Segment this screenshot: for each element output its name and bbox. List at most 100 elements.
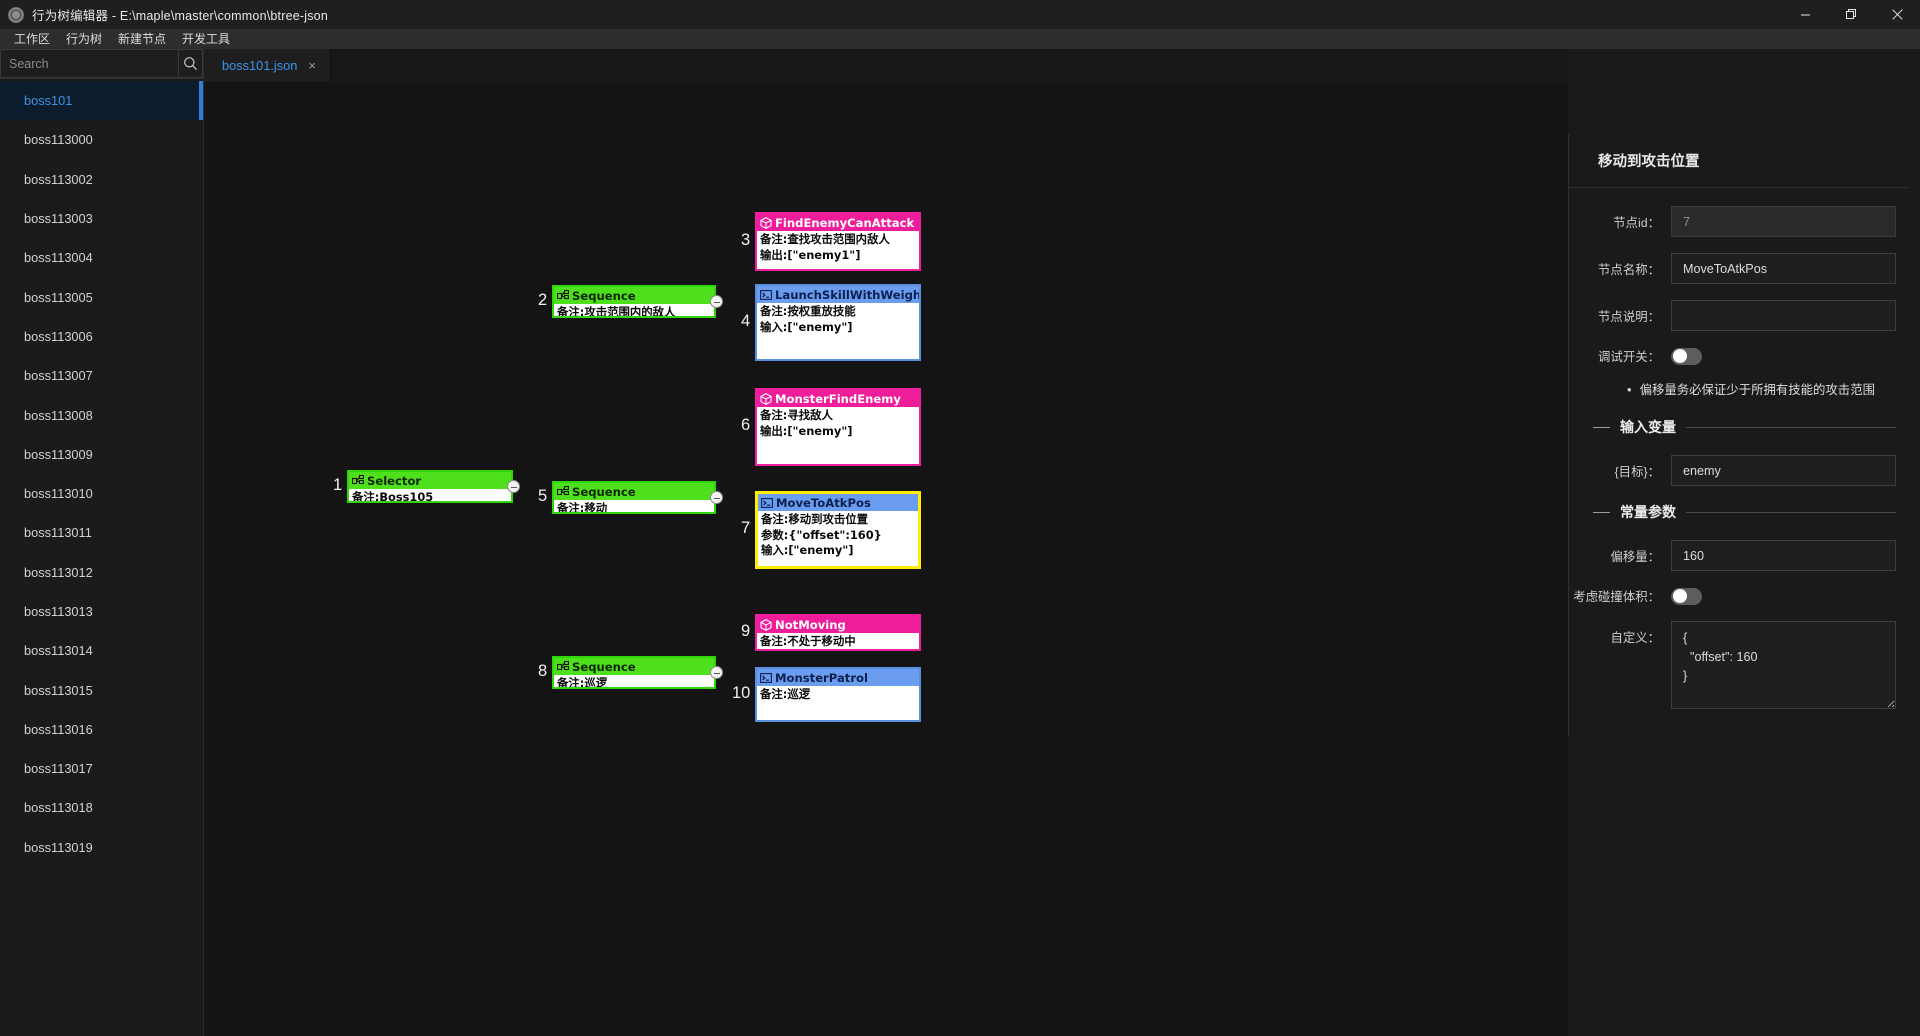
sidebar-item-boss113008[interactable]: boss113008 xyxy=(0,395,203,434)
sidebar-item-boss113013[interactable]: boss113013 xyxy=(0,592,203,631)
minimize-icon[interactable] xyxy=(1782,0,1828,29)
sidebar-item-boss101[interactable]: boss101 xyxy=(0,81,203,121)
bt-node-line: 输出:["enemy1"] xyxy=(760,247,861,262)
bt-node-line: 备注:不处于移动中 xyxy=(760,634,856,648)
sidebar-item-boss113007[interactable]: boss113007 xyxy=(0,356,203,395)
property-panel-body: 节点id： 节点名称： 节点说明： 调试开关： • 偏移量务必保证少于所拥有技能… xyxy=(1569,188,1908,737)
section-input-title: 输入变量 xyxy=(1620,419,1676,435)
bt-node-title: Selector xyxy=(367,473,422,488)
sidebar-item-boss113006[interactable]: boss113006 xyxy=(0,317,203,356)
bt-node-monsterpatrol[interactable]: MonsterPatrol 备注:巡逻 xyxy=(755,667,921,722)
bt-node-line: 备注:巡逻 xyxy=(557,676,608,689)
sidebar-item-boss113016[interactable]: boss113016 xyxy=(0,710,203,749)
debug-switch-label: 调试开关： xyxy=(1598,350,1660,364)
bt-node-header: LaunchSkillWithWeight xyxy=(757,286,919,303)
condition-cube-icon xyxy=(760,392,772,405)
field-collision: 考虑碰撞体积： xyxy=(1569,587,1896,605)
node-desc-field[interactable] xyxy=(1671,300,1896,331)
sidebar-item-boss113019[interactable]: boss113019 xyxy=(0,828,203,867)
search-input[interactable] xyxy=(0,49,178,78)
collapse-dash-icon[interactable] xyxy=(1593,511,1610,513)
sidebar-item-boss113018[interactable]: boss113018 xyxy=(0,788,203,827)
sidebar-item-boss113015[interactable]: boss113015 xyxy=(0,670,203,709)
node-id-field[interactable] xyxy=(1671,206,1896,237)
menu-item-behaviour-tree[interactable]: 行为树 xyxy=(66,32,103,46)
sidebar-item-boss113000[interactable]: boss113000 xyxy=(0,120,203,159)
maximize-icon[interactable] xyxy=(1828,0,1874,29)
bt-node-header: Sequence xyxy=(554,287,714,304)
bt-node-body: 备注:移动 xyxy=(554,500,714,512)
bt-node-line: 备注:Boss105 xyxy=(352,490,434,503)
offset-field[interactable] xyxy=(1671,540,1896,571)
custom-json-field[interactable]: { "offset": 160 } xyxy=(1671,621,1896,709)
tab-boss101-json[interactable]: boss101.json × xyxy=(204,49,332,82)
bt-node-line: 备注:巡逻 xyxy=(760,687,811,701)
bt-node-output-port[interactable] xyxy=(507,480,520,493)
search-row xyxy=(0,49,203,79)
window-controls xyxy=(1782,0,1920,29)
search-icon[interactable] xyxy=(178,49,203,78)
bt-node-output-port[interactable] xyxy=(710,295,723,308)
collapse-dash-icon[interactable] xyxy=(1593,426,1610,428)
tab-close-icon[interactable]: × xyxy=(308,57,317,73)
bt-node-line: 输出:["enemy"] xyxy=(760,423,853,438)
menu-item-new-node[interactable]: 新建节点 xyxy=(118,32,167,46)
bt-node-line: 输入:["enemy"] xyxy=(760,319,853,334)
sidebar-item-boss113005[interactable]: boss113005 xyxy=(0,277,203,316)
node-name-field[interactable] xyxy=(1671,253,1896,284)
sidebar-item-label: boss101 xyxy=(24,93,73,109)
bt-node-title: MonsterPatrol xyxy=(775,670,868,685)
sidebar-item-boss113011[interactable]: boss113011 xyxy=(0,513,203,552)
bt-node-selector[interactable]: Selector 备注:Boss105 xyxy=(347,470,513,503)
sidebar-item-label: boss113018 xyxy=(24,800,93,816)
input-target-field[interactable] xyxy=(1671,455,1896,486)
property-panel-header: 移动到攻击位置 xyxy=(1569,134,1908,188)
bt-node-index: 8 xyxy=(538,661,548,680)
sidebar-item-boss113003[interactable]: boss113003 xyxy=(0,199,203,238)
sidebar-item-boss113014[interactable]: boss113014 xyxy=(0,631,203,670)
sidebar-item-label: boss113009 xyxy=(24,446,93,462)
bt-node-index: 3 xyxy=(741,230,751,249)
menu-item-workspace[interactable]: 工作区 xyxy=(14,32,51,46)
sidebar-item-boss113009[interactable]: boss113009 xyxy=(0,435,203,474)
bt-node-body: 备注:Boss105 xyxy=(349,489,511,503)
section-const-params: 常量参数 xyxy=(1593,502,1896,522)
sidebar-item-boss113002[interactable]: boss113002 xyxy=(0,160,203,199)
bt-node-header: Sequence xyxy=(554,658,714,675)
menu-item-dev-tools[interactable]: 开发工具 xyxy=(182,32,231,46)
condition-cube-icon xyxy=(760,618,772,631)
bt-node-body: 备注:按权重放技能输入:["enemy"] xyxy=(757,303,919,338)
sidebar-item-boss113012[interactable]: boss113012 xyxy=(0,553,203,592)
bt-node-line: 备注:查找攻击范围内敌人 xyxy=(760,232,890,246)
action-terminal-icon xyxy=(761,497,773,509)
tree-composite-icon xyxy=(557,289,569,302)
bt-node-output-port[interactable] xyxy=(710,666,723,679)
close-icon[interactable] xyxy=(1874,0,1920,29)
bt-node-body: 备注:攻击范围内的敌人 xyxy=(554,304,714,316)
sidebar-item-boss113004[interactable]: boss113004 xyxy=(0,238,203,277)
sidebar-item-label: boss113003 xyxy=(24,211,93,227)
bt-node-title: LaunchSkillWithWeight xyxy=(775,287,921,302)
collision-toggle[interactable] xyxy=(1671,587,1702,605)
sidebar-item-label: boss113010 xyxy=(24,486,93,502)
bt-node-index: 6 xyxy=(741,416,751,434)
bt-node-output-port[interactable] xyxy=(710,491,723,504)
sidebar-item-boss113017[interactable]: boss113017 xyxy=(0,749,203,788)
debug-switch-toggle[interactable] xyxy=(1671,347,1702,365)
node-name-label: 节点名称： xyxy=(1598,262,1660,277)
sidebar-item-boss113010[interactable]: boss113010 xyxy=(0,474,203,513)
sidebar-item-label: boss113004 xyxy=(24,250,93,266)
sidebar-item-label: boss113013 xyxy=(24,604,93,619)
